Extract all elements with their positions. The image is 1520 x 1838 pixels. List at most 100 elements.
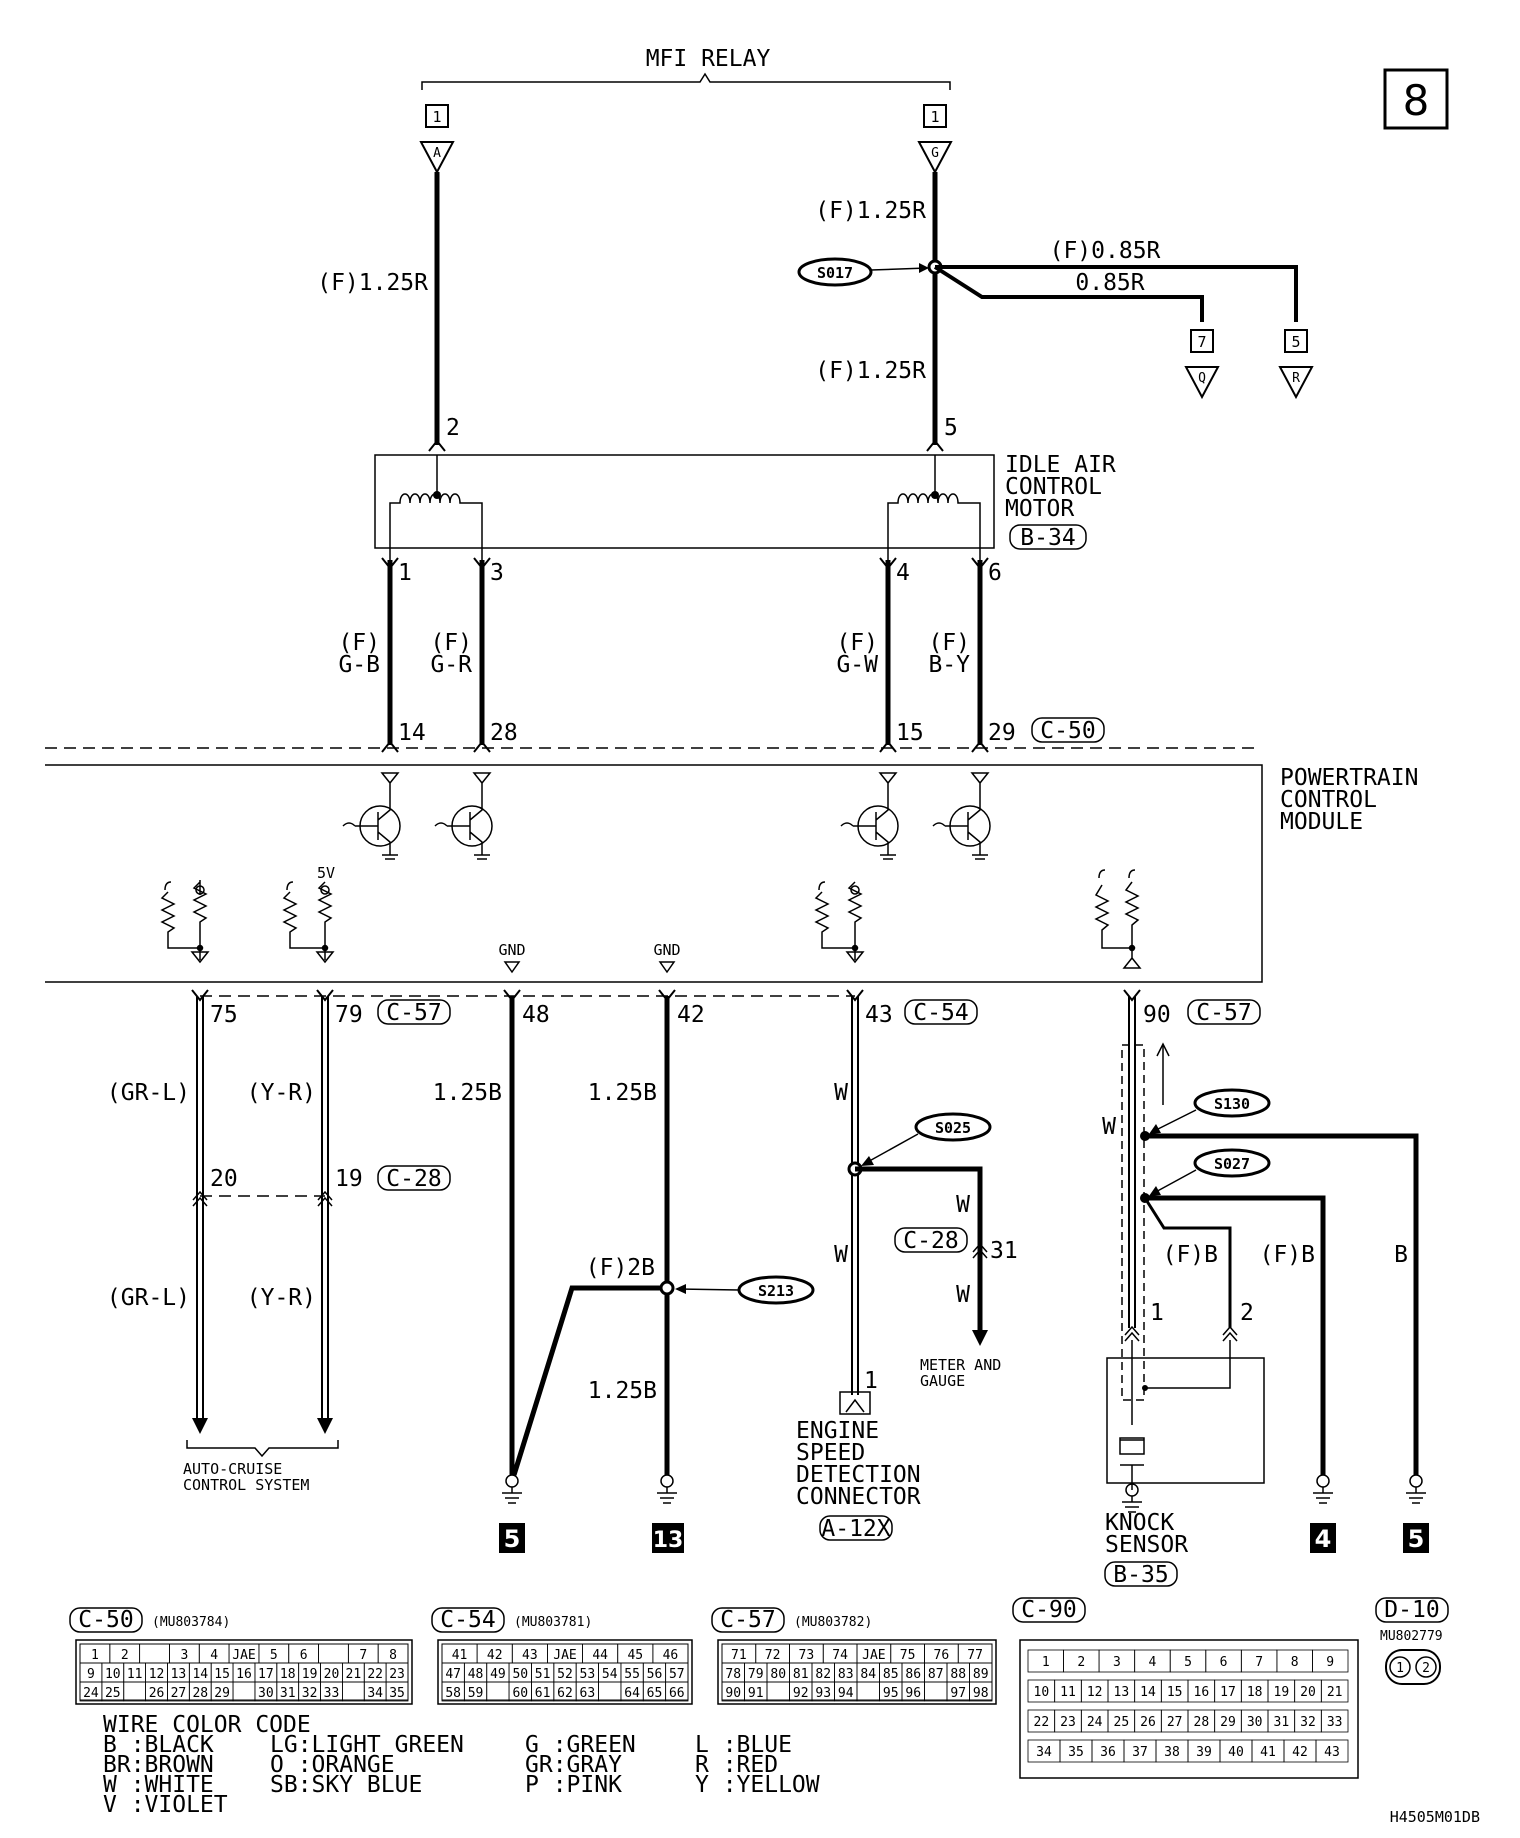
wire-2-line2: G-R [430, 652, 472, 678]
knock-pin-arrows [1124, 1325, 1238, 1342]
ground-symbols-right [1122, 1474, 1426, 1513]
ground-badge-box-left [499, 1523, 525, 1553]
splice-s025-arrowhead [861, 1156, 874, 1166]
engine-speed-connector: A-12X [821, 1516, 890, 1542]
pcm-box [45, 764, 1263, 983]
wire-label-42b: 1.25B [588, 1378, 657, 1404]
splice-s025-arrow [863, 1133, 919, 1165]
wire-label-fb-2: (F)B [1260, 1242, 1315, 1268]
c50-pin: 23 [389, 1667, 405, 1682]
d10-pin-circle [1389, 1656, 1411, 1678]
ground-badge-box-far [1403, 1523, 1429, 1553]
c50-cell [139, 1643, 170, 1664]
c90-pin: 11 [1060, 1685, 1076, 1700]
resistor-net-43 [814, 881, 865, 964]
c90-pin: 19 [1274, 1685, 1290, 1700]
page-number-box [1383, 68, 1449, 130]
c90-pin: 40 [1228, 1745, 1244, 1760]
engine-speed-line3: DETECTION [796, 1462, 921, 1488]
c50-cell [341, 1681, 365, 1702]
c57-pin: 71 [731, 1648, 747, 1663]
knock-sensor-internal [1120, 1340, 1231, 1490]
knock-sensor-body [1106, 1357, 1265, 1484]
relay-connector-right: G [931, 146, 939, 161]
pin-box-r [1284, 329, 1308, 353]
c90-pin: 13 [1114, 1685, 1130, 1700]
ground-badge-left: 5 [504, 1525, 521, 1553]
cruise-dest-line1: AUTO-CRUISE [183, 1460, 282, 1478]
splice-s213-arrowhead [675, 1284, 686, 1294]
c57-name: C-57 [720, 1607, 775, 1633]
c50-pin: 30 [258, 1686, 274, 1701]
c50-pin: 26 [149, 1686, 165, 1701]
wire-3-line1: (F) [836, 630, 878, 656]
c50-pin: 2 [121, 1648, 129, 1663]
wire-label-w-1: W [834, 1080, 848, 1106]
pin-pcm-42: 42 [677, 1002, 705, 1028]
c90-pin: 10 [1034, 1685, 1050, 1700]
c57-pin: 88 [950, 1667, 966, 1682]
d10-name-box [1375, 1597, 1449, 1623]
c57-pin: 89 [973, 1667, 989, 1682]
c50-pin: 8 [389, 1648, 397, 1663]
wire-label-y-r: (Y-R) [247, 1080, 316, 1106]
c50-pin: 22 [367, 1667, 383, 1682]
wire-branch-lower [933, 265, 1204, 322]
pin-c28-19: 19 [335, 1166, 363, 1192]
splice-s017-arrow [870, 267, 928, 271]
wire-label-branch-lower: 0.85R [1075, 270, 1144, 296]
c54-pin: 59 [468, 1686, 484, 1701]
splice-s027-arrowhead [1149, 1186, 1161, 1196]
splice-dot-s213 [659, 1280, 675, 1296]
c90-pin: 34 [1036, 1745, 1052, 1760]
c54-pin: 49 [490, 1667, 506, 1682]
c50-name-box [69, 1607, 143, 1633]
c50-pin: 13 [171, 1667, 187, 1682]
c50-name: C-50 [78, 1607, 133, 1633]
c57-connector: C-57 [386, 1000, 441, 1026]
relay-pin-box-left [425, 104, 449, 128]
motor-title: IDLE AIR CONTROL MOTOR [1005, 452, 1116, 522]
c57-connector-box [377, 999, 451, 1025]
c54-pin: 41 [452, 1648, 468, 1663]
c54-pin: 48 [468, 1667, 484, 1682]
c90-pin: 17 [1220, 1685, 1236, 1700]
c50-cell [232, 1681, 256, 1702]
wire-1-line2: G-B [338, 652, 380, 678]
wire-label-w-branch: W [956, 1192, 970, 1218]
motor-title-line1: IDLE AIR [1005, 452, 1116, 478]
splice-s017-oval [797, 257, 873, 287]
wire-2-line1: (F) [430, 630, 472, 656]
motor-wire-labels: (F) G-B (F) G-R (F) G-W (F) B-Y [338, 630, 970, 678]
pcm-gnd-42: GND [653, 941, 680, 959]
c54-pin: 60 [512, 1686, 528, 1701]
c54-pin: 44 [592, 1648, 608, 1663]
c90-pin: 37 [1132, 1745, 1148, 1760]
c50-pin: 1 [91, 1648, 99, 1663]
c28-meter-connector: C-28 [903, 1228, 958, 1254]
mfi-relay-brace [421, 72, 951, 90]
c50-pin: 18 [280, 1667, 296, 1682]
c28-cruise-arrows [192, 1190, 333, 1207]
d10-housing [1385, 1649, 1441, 1685]
wire-label-gr-l: (GR-L) [107, 1080, 190, 1106]
c90-pin: 39 [1196, 1745, 1212, 1760]
engine-speed-line1: ENGINE [796, 1418, 879, 1444]
pin-c50-28: 28 [490, 720, 518, 746]
c50-pin: 35 [389, 1686, 405, 1701]
knock-title-line2: SENSOR [1105, 1532, 1188, 1558]
c57-pin: 81 [793, 1667, 809, 1682]
c50-pin: 6 [300, 1648, 308, 1663]
pin-motor-2: 2 [446, 415, 460, 441]
c90-pin: 42 [1292, 1745, 1308, 1760]
splice-s027-oval [1193, 1148, 1271, 1178]
dot-90 [1128, 944, 1136, 952]
transistor-3 [840, 772, 898, 860]
dot-79 [321, 944, 329, 952]
c90-cell [1320, 1709, 1349, 1733]
c57-pin: 79 [748, 1667, 764, 1682]
transistor-4 [932, 772, 990, 860]
c90-pin: 31 [1274, 1715, 1290, 1730]
connector-r: R [1292, 371, 1300, 386]
transistor-group [342, 772, 991, 860]
